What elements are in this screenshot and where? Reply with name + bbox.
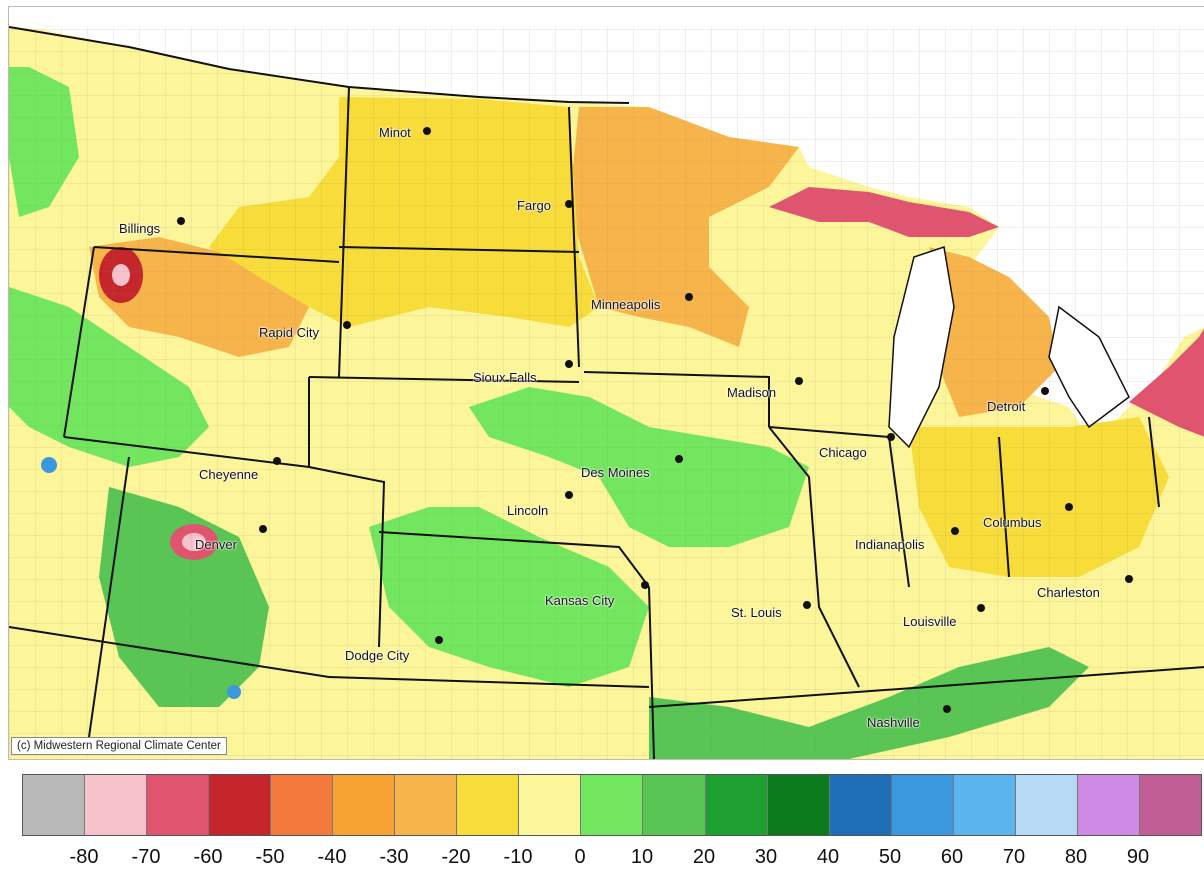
city-label: Billings: [119, 221, 161, 236]
legend-tick-label: 30: [754, 846, 778, 868]
legend-swatch: [581, 775, 644, 835]
city-dot: [675, 455, 683, 463]
city-dot: [1125, 575, 1133, 583]
city-label: Indianapolis: [855, 537, 925, 552]
legend-swatch: [1077, 775, 1140, 835]
legend-tick-label: 0: [574, 846, 586, 868]
city-dot: [951, 527, 959, 535]
city-dot: [641, 581, 649, 589]
legend-swatch: [85, 775, 148, 835]
city-label: Charleston: [1037, 585, 1100, 600]
city-dot: [343, 321, 351, 329]
city-label: Sioux Falls: [473, 370, 537, 385]
color-legend: [22, 774, 1202, 836]
city-dot: [795, 377, 803, 385]
legend-tick-label: 10: [630, 846, 654, 868]
city-label: Chicago: [819, 445, 867, 460]
legend-swatch: [953, 775, 1016, 835]
city-dot: [565, 200, 573, 208]
legend-swatch: [829, 775, 892, 835]
legend-swatch: [23, 775, 86, 835]
legend-swatch: [1139, 775, 1201, 835]
legend-tick-label: 50: [878, 846, 902, 868]
city-label: Kansas City: [545, 593, 615, 608]
city-label: Fargo: [517, 198, 551, 213]
city-label: Lincoln: [507, 503, 549, 518]
legend-tick-label: -80: [69, 846, 99, 868]
city-dot: [887, 433, 895, 441]
legend-swatch: [457, 775, 520, 835]
city-label: Nashville: [867, 715, 920, 730]
legend-tick-label: 60: [940, 846, 964, 868]
city-label: Rapid City: [259, 325, 319, 340]
legend-swatch: [767, 775, 830, 835]
legend-swatch: [705, 775, 768, 835]
legend-tick-label: -50: [255, 846, 285, 868]
city-dot: [273, 457, 281, 465]
city-dot: [423, 127, 431, 135]
legend-swatch: [891, 775, 954, 835]
legend-swatch: [643, 775, 706, 835]
credit-label: (c) Midwestern Regional Climate Center: [11, 737, 227, 755]
legend-tick-label: 80: [1064, 846, 1088, 868]
city-label: Detroit: [987, 399, 1026, 414]
city-label: St. Louis: [731, 605, 782, 620]
city-dot: [977, 604, 985, 612]
city-label: Cheyenne: [199, 467, 259, 482]
legend-swatch: [271, 775, 334, 835]
legend-tick-label: -60: [193, 846, 223, 868]
legend-ticks: -80 -70 -60 -50 -40 -30 -20 -10 0 10 20 30 40 50 60 70 8…: [0, 846, 1204, 876]
county-grid: [9, 27, 1204, 759]
legend-tick-label: 70: [1002, 846, 1026, 868]
legend-tick-label: -10: [503, 846, 533, 868]
legend-swatch: [209, 775, 272, 835]
lake-erie-huron: [1048, 305, 1130, 429]
city-label: Louisville: [903, 614, 957, 629]
city-dot: [565, 360, 573, 368]
state-borders: [9, 26, 1204, 759]
legend-tick-label: -40: [317, 846, 347, 868]
legend-tick-label: -30: [379, 846, 409, 868]
city-dots: [177, 127, 1133, 713]
city-label: Madison: [727, 385, 777, 400]
legend-swatch: [519, 775, 582, 835]
legend-tick-label: 90: [1126, 846, 1150, 868]
city-dot: [177, 217, 185, 225]
city-label: Denver: [195, 537, 237, 552]
city-dot: [1041, 387, 1049, 395]
precipitation-map: [9, 7, 1204, 759]
legend-swatch: [333, 775, 396, 835]
city-dot: [565, 491, 573, 499]
legend-tick-label: -20: [441, 846, 471, 868]
city-dot: [943, 705, 951, 713]
legend-tick-label: -70: [131, 846, 161, 868]
legend-swatch: [395, 775, 458, 835]
legend-swatch: [147, 775, 210, 835]
legend-swatch: [1015, 775, 1078, 835]
city-label: Des Moines: [581, 465, 650, 480]
legend-tick-label: 20: [692, 846, 716, 868]
city-dot: [803, 601, 811, 609]
city-dot: [435, 636, 443, 644]
city-label: Minot: [379, 125, 411, 140]
city-label: Columbus: [983, 515, 1042, 530]
city-label: Minneapolis: [591, 297, 661, 312]
city-dot: [1065, 503, 1073, 511]
city-label: Dodge City: [345, 648, 410, 663]
lake-michigan: [888, 246, 955, 449]
legend-tick-label: 40: [816, 846, 840, 868]
city-dot: [259, 525, 267, 533]
city-dot: [685, 293, 693, 301]
